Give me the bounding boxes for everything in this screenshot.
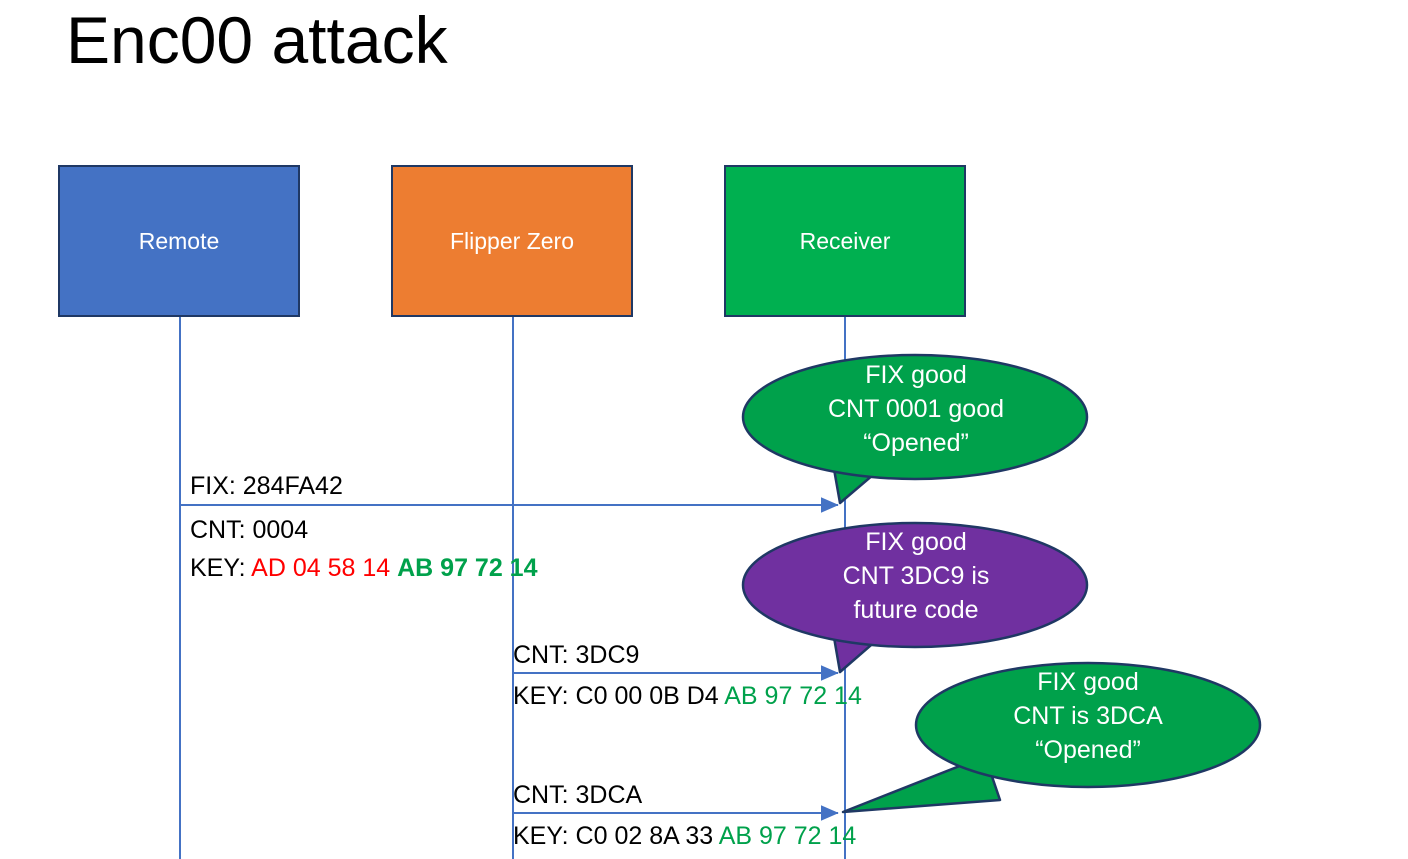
actor-label-flipper-zero: Flipper Zero [450, 228, 574, 254]
key-2-green-bytes: AB 97 72 14 [724, 682, 862, 710]
key-3-green-bytes: AB 97 72 14 [718, 822, 857, 850]
callout-1-line-2: CNT 0001 good [827, 395, 1005, 423]
page-title: Enc00 attack [66, 3, 448, 77]
key-2-prefix: KEY: C0 00 0B D4 [513, 682, 725, 710]
message-label-cnt-3dca: CNT: 3DCA [513, 781, 643, 809]
message-label-key-1: KEY: AD 04 58 14 AB 97 72 14 [190, 552, 538, 584]
actor-box-flipper-zero[interactable]: Flipper Zero [391, 165, 633, 317]
callout-3-line-1: FIX good [1037, 668, 1139, 696]
actor-label-receiver: Receiver [799, 228, 891, 254]
callout-3-line-2: CNT is 3DCA [1013, 702, 1163, 730]
callout-2-line-3: future code [853, 596, 979, 624]
key-3-prefix: KEY: C0 02 8A 33 [513, 822, 719, 850]
callout-3-text: FIX good CNT is 3DCA “Opened” [958, 665, 1218, 767]
actor-box-remote[interactable]: Remote [58, 165, 300, 317]
message-label-key-3: KEY: C0 02 8A 33 AB 97 72 14 [513, 820, 856, 852]
callout-1-line-1: FIX good [865, 361, 967, 389]
key-1-red-bytes: AD 04 58 14 [251, 554, 391, 582]
key-1-prefix: KEY: [190, 554, 252, 582]
actor-box-receiver[interactable]: Receiver [724, 165, 966, 317]
callout-2-line-2: CNT 3DC9 is [842, 562, 990, 590]
actor-label-remote: Remote [138, 228, 220, 254]
key-1-green-bytes: AB 97 72 14 [397, 554, 538, 582]
callout-1-text: FIX good CNT 0001 good “Opened” [786, 358, 1046, 460]
callout-1-line-3: “Opened” [863, 429, 969, 457]
callout-2-line-1: FIX good [865, 528, 967, 556]
message-label-cnt-0004: CNT: 0004 [190, 516, 309, 544]
message-label-cnt-3dc9: CNT: 3DC9 [513, 641, 640, 669]
message-label-key-2: KEY: C0 00 0B D4 AB 97 72 14 [513, 680, 862, 712]
callout-3-line-3: “Opened” [1035, 736, 1141, 764]
message-label-fix: FIX: 284FA42 [190, 472, 343, 500]
callout-2-text: FIX good CNT 3DC9 is future code [786, 525, 1046, 627]
